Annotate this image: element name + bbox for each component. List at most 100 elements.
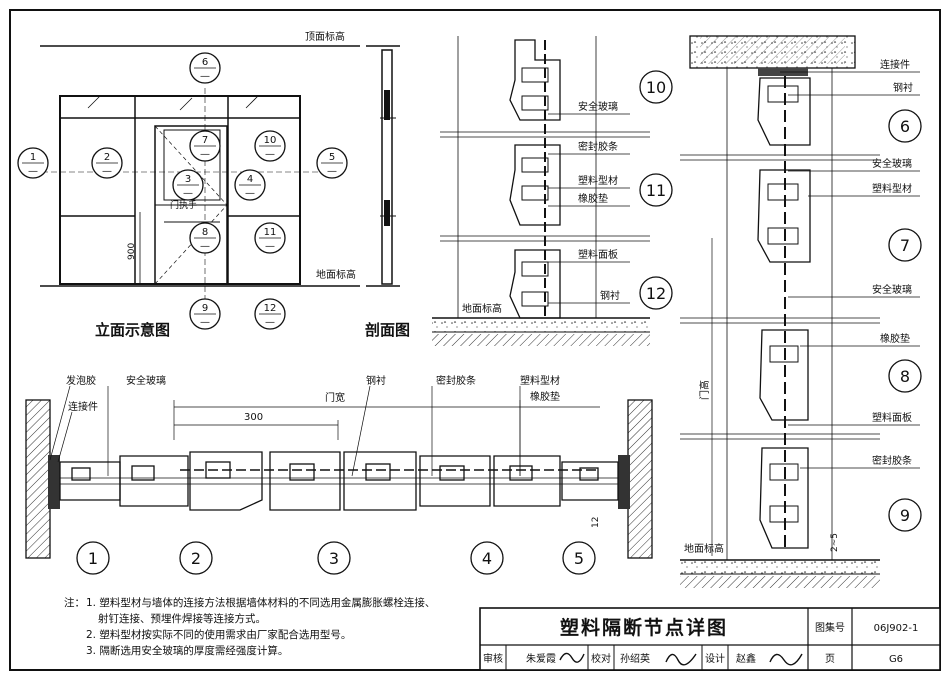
marker-12: 12 — [254, 298, 286, 330]
section-marker-1-label: 1 [88, 549, 98, 568]
label-plastic-panel-a: 塑料面板 [578, 248, 618, 261]
check-label: 校对 [591, 652, 611, 665]
label-sealing-strip-c: 密封胶条 [436, 374, 476, 387]
label-steel-liner-b: 钢衬 [893, 81, 913, 94]
floor-elevation-label: 地面标高 [316, 268, 356, 281]
svg-text:—: — [183, 188, 193, 199]
detail-marker-12 [639, 276, 673, 310]
svg-text:—: — [200, 317, 210, 328]
detail-marker-8 [888, 359, 922, 393]
label-connector-b: 连接件 [880, 58, 910, 71]
title-block: 塑料隔断节点详图 图集号 06J902-1 审核 朱爱霞 校对 孙绍英 设计 赵… [479, 607, 941, 671]
label-rubber-pad-c: 橡胶垫 [530, 390, 560, 403]
section-marker-2 [179, 541, 213, 575]
svg-text:8: 8 [202, 227, 208, 238]
vertical-detail-6-9: 地面标高 2~5 门高 连接件 钢衬 安全玻璃 塑料型材 安全玻璃 橡胶垫 塑料… [680, 35, 922, 588]
detail-marker-9 [888, 498, 922, 532]
detail-marker-7-label: 7 [900, 236, 910, 255]
dim-2-5: 2~5 [830, 533, 840, 552]
sheet-border [9, 9, 941, 671]
floor-elevation-label-2: 地面标高 [462, 302, 502, 315]
label-plastic-profile-a: 塑料型材 [578, 174, 618, 187]
label-steel-liner-c: 钢衬 [366, 374, 386, 387]
label-safety-glass-b: 安全玻璃 [872, 157, 912, 170]
designer-signature [769, 653, 803, 666]
detail-marker-8-label: 8 [900, 367, 910, 386]
marker-6: 6 — [189, 52, 221, 84]
horizontal-section-1-5: 门宽 300 发泡胶 [25, 374, 653, 575]
atlas-label: 图集号 [815, 621, 845, 634]
svg-text:6: 6 [202, 57, 208, 68]
svg-text:7: 7 [202, 135, 208, 146]
section-marker-4-label: 4 [482, 549, 492, 568]
section-marker-1 [76, 541, 110, 575]
marker-8: 8 — [189, 222, 221, 254]
svg-text:2: 2 [104, 152, 110, 163]
svg-text:—: — [265, 317, 275, 328]
marker-11: 11 — [254, 222, 286, 254]
floor-elevation-label-3: 地面标高 [684, 542, 724, 555]
notes-head: 注： [64, 596, 85, 609]
note-1b: 射钉连接、预埋件焊接等连接方式。 [98, 612, 266, 625]
detail-marker-9-label: 9 [900, 506, 910, 525]
svg-text:4: 4 [247, 174, 253, 185]
label-steel-liner-a: 钢衬 [600, 289, 620, 302]
svg-text:12: 12 [264, 303, 277, 314]
svg-text:—: — [200, 241, 210, 252]
notes: 注： 1. 塑料型材与墙体的连接方法根据墙体材料的不同选用金属膨胀螺栓连接、 射… [64, 596, 435, 657]
detail-marker-10-label: 10 [646, 78, 666, 97]
detail-marker-12-label: 12 [646, 284, 666, 303]
note-2: 2. 塑料型材按实际不同的使用需求由厂家配合选用型号。 [86, 628, 351, 641]
note-1: 1. 塑料型材与墙体的连接方法根据墙体材料的不同选用金属膨胀螺栓连接、 [86, 596, 435, 609]
detail-marker-10 [639, 70, 673, 104]
reviewer-signature [559, 652, 585, 663]
marker-4: 4 — [234, 169, 266, 201]
svg-text:5: 5 [329, 152, 335, 163]
svg-text:1: 1 [30, 152, 36, 163]
atlas-number: 06J902-1 [874, 623, 919, 634]
svg-text:—: — [265, 241, 275, 252]
marker-2: 2 — [91, 147, 123, 179]
marker-7: 7 — [189, 130, 221, 162]
review-label: 审核 [483, 652, 503, 665]
section-marker-5 [562, 541, 596, 575]
detail-marker-6 [888, 109, 922, 143]
svg-text:—: — [102, 166, 112, 177]
section-view-title: 剖面图 [365, 321, 410, 339]
svg-text:3: 3 [185, 174, 191, 185]
marker-1: 1 — [17, 147, 49, 179]
checker-name: 孙绍英 [620, 652, 650, 665]
svg-text:—: — [245, 188, 255, 199]
marker-5: 5 — [316, 147, 348, 179]
label-connector-c: 连接件 [68, 400, 98, 413]
svg-text:9: 9 [202, 303, 208, 314]
svg-text:—: — [200, 71, 210, 82]
reviewer-name: 朱爱霞 [526, 652, 556, 665]
svg-text:10: 10 [264, 135, 277, 146]
detail-marker-7 [888, 228, 922, 262]
svg-text:11: 11 [264, 227, 277, 238]
marker-3: 3 — [172, 169, 204, 201]
label-plastic-panel-b: 塑料面板 [872, 411, 912, 424]
design-label: 设计 [705, 652, 725, 665]
detail-marker-11-label: 11 [646, 181, 666, 200]
section-marker-2-label: 2 [191, 549, 201, 568]
elevation-view-title: 立面示意图 [95, 321, 170, 339]
door-width-label: 门宽 [325, 391, 345, 404]
detail-marker-6-label: 6 [900, 117, 910, 136]
label-rubber-pad-b: 橡胶垫 [880, 332, 910, 345]
designer-name: 赵鑫 [736, 652, 756, 665]
label-sealing-strip-a: 密封胶条 [578, 140, 618, 153]
svg-text:—: — [327, 166, 337, 177]
section-view: 剖面图 [365, 45, 410, 339]
note-3: 3. 隔断选用安全玻璃的厚度需经强度计算。 [86, 644, 288, 657]
label-plastic-profile-c: 塑料型材 [520, 374, 560, 387]
label-plastic-profile-b: 塑料型材 [872, 182, 912, 195]
label-safety-glass-d: 安全玻璃 [126, 374, 166, 387]
page-label: 页 [825, 653, 835, 665]
checker-signature [665, 653, 697, 666]
door-height-label: 门高 [698, 380, 711, 400]
detail-marker-11 [639, 173, 673, 207]
